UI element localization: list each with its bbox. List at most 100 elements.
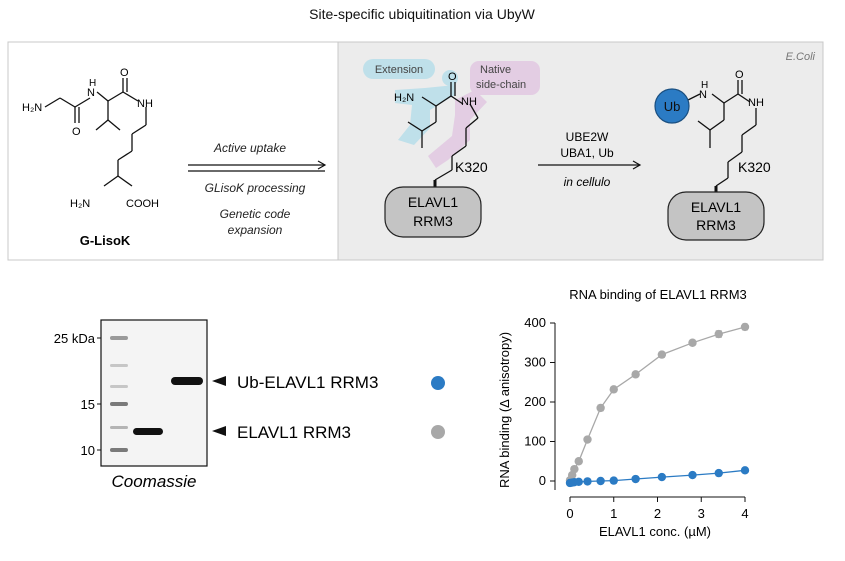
data-point — [596, 403, 605, 413]
product-protein-line2: RRM3 — [696, 217, 736, 233]
step-processing: GLisoK processing — [205, 181, 306, 195]
enzymes-line1: UBE2W — [566, 130, 609, 144]
band-arrow-unmod — [212, 426, 226, 436]
marker-label-25: 25 kDa — [54, 331, 96, 346]
gel-panel: 25 kDa 15 10 Coomassie Ub-ELAVL1 RRM3 EL… — [54, 319, 445, 491]
host-label: E.Coli — [786, 51, 816, 63]
band-label-ub: Ub-ELAVL1 RRM3 — [237, 373, 378, 392]
marker-band — [110, 385, 128, 388]
scheme-panel: E.Coli H₂N O N H O N — [7, 41, 824, 261]
product-n: N — [699, 89, 707, 101]
step-active-uptake: Active uptake — [213, 141, 286, 155]
legend-dot-ub — [431, 376, 445, 390]
native-label-2: side-chain — [476, 79, 526, 91]
x-tick-label: 3 — [698, 506, 705, 521]
chart-marks — [565, 322, 750, 488]
data-point — [609, 385, 618, 394]
data-point — [657, 350, 667, 359]
product-protein-shape — [667, 191, 765, 241]
product-structure — [687, 80, 757, 187]
data-point — [657, 472, 667, 482]
glisok-h2n: H₂N — [22, 102, 42, 114]
data-point — [583, 477, 592, 486]
ubiquitin-circle — [654, 88, 690, 124]
band-arrow-ub — [212, 376, 226, 386]
marker-label-10: 10 — [81, 443, 95, 458]
middle-h2n: H₂N — [394, 92, 414, 104]
glisok-structure — [44, 78, 147, 187]
binding-chart: RNA binding of ELAVL1 RRM3 ELAVL1 conc. … — [497, 287, 750, 539]
marker-band — [110, 402, 128, 406]
glisok-o1: O — [72, 126, 81, 138]
data-point — [596, 476, 605, 486]
x-tick-label: 1 — [610, 506, 617, 521]
glisok-h2n-alpha: H₂N — [70, 198, 90, 210]
ub-label: Ub — [664, 99, 681, 114]
x-tick-label: 2 — [654, 506, 661, 521]
gel-band-ub-elavl1 — [171, 377, 203, 385]
data-point — [688, 470, 697, 480]
product-o: O — [735, 69, 744, 81]
data-point — [631, 370, 640, 379]
marker-band — [110, 448, 128, 452]
data-point — [570, 464, 579, 474]
gel-frame — [100, 319, 208, 467]
condition-label: in cellulo — [564, 175, 611, 189]
gel-band-elavl1 — [133, 428, 163, 435]
conversion-arrowhead — [632, 160, 642, 170]
native-label-1: Native — [480, 64, 511, 76]
enzymes-line2: UBA1, Ub — [560, 146, 614, 160]
glisok-nh: NH — [137, 98, 153, 110]
extension-label: Extension — [375, 64, 423, 76]
data-point — [740, 466, 750, 475]
middle-protein-line1: ELAVL1 — [408, 194, 459, 210]
glisok-n1: N — [87, 87, 95, 99]
glisok-h1: H — [89, 78, 96, 89]
data-point — [583, 435, 592, 444]
data-point — [631, 474, 640, 484]
legend-dot-unmod — [431, 425, 445, 439]
y-tick-label: 100 — [524, 434, 546, 449]
native-highlight — [428, 61, 540, 168]
scheme-left-frame — [7, 41, 339, 261]
data-point — [740, 322, 750, 332]
product-h: H — [701, 80, 708, 91]
data-point — [688, 338, 697, 347]
data-point — [714, 468, 723, 478]
series-fit-line — [569, 326, 746, 481]
y-tick-label: 400 — [524, 315, 546, 330]
step-expansion: expansion — [228, 223, 283, 237]
chart-xlabel: ELAVL1 conc. (µM) — [599, 524, 711, 539]
product-protein-line1: ELAVL1 — [691, 199, 742, 215]
figure-title: Site-specific ubiquitination via UbyW — [309, 6, 535, 22]
step-genetic-code: Genetic code — [220, 207, 291, 221]
y-tick-label: 0 — [539, 473, 546, 488]
y-tick-label: 200 — [524, 394, 546, 409]
data-point — [714, 329, 723, 339]
x-tick-label: 4 — [741, 506, 748, 521]
middle-o: O — [448, 71, 457, 83]
middle-protein-shape — [384, 186, 482, 238]
marker-band — [110, 426, 128, 429]
data-point — [574, 477, 583, 486]
extension-highlight — [363, 59, 458, 145]
data-point — [609, 476, 618, 485]
band-label-unmod: ELAVL1 RRM3 — [237, 423, 351, 442]
marker-band — [110, 336, 128, 340]
molecule-name: G-LisoK — [80, 233, 131, 248]
middle-nh: NH — [461, 96, 477, 108]
product-site-label: K320 — [738, 159, 771, 175]
marker-band — [110, 364, 128, 367]
y-tick-label: 300 — [524, 355, 546, 370]
process-arrows — [188, 160, 327, 172]
chart-ylabel: RNA binding (Δ anisotropy) — [497, 332, 512, 488]
middle-site-label: K320 — [455, 159, 488, 175]
stain-label: Coomassie — [111, 472, 196, 491]
chart-title: RNA binding of ELAVL1 RRM3 — [569, 287, 747, 302]
product-nh: NH — [748, 97, 764, 109]
glisok-o2: O — [120, 67, 129, 79]
marker-label-15: 15 — [81, 397, 95, 412]
middle-protein-line2: RRM3 — [413, 213, 453, 229]
